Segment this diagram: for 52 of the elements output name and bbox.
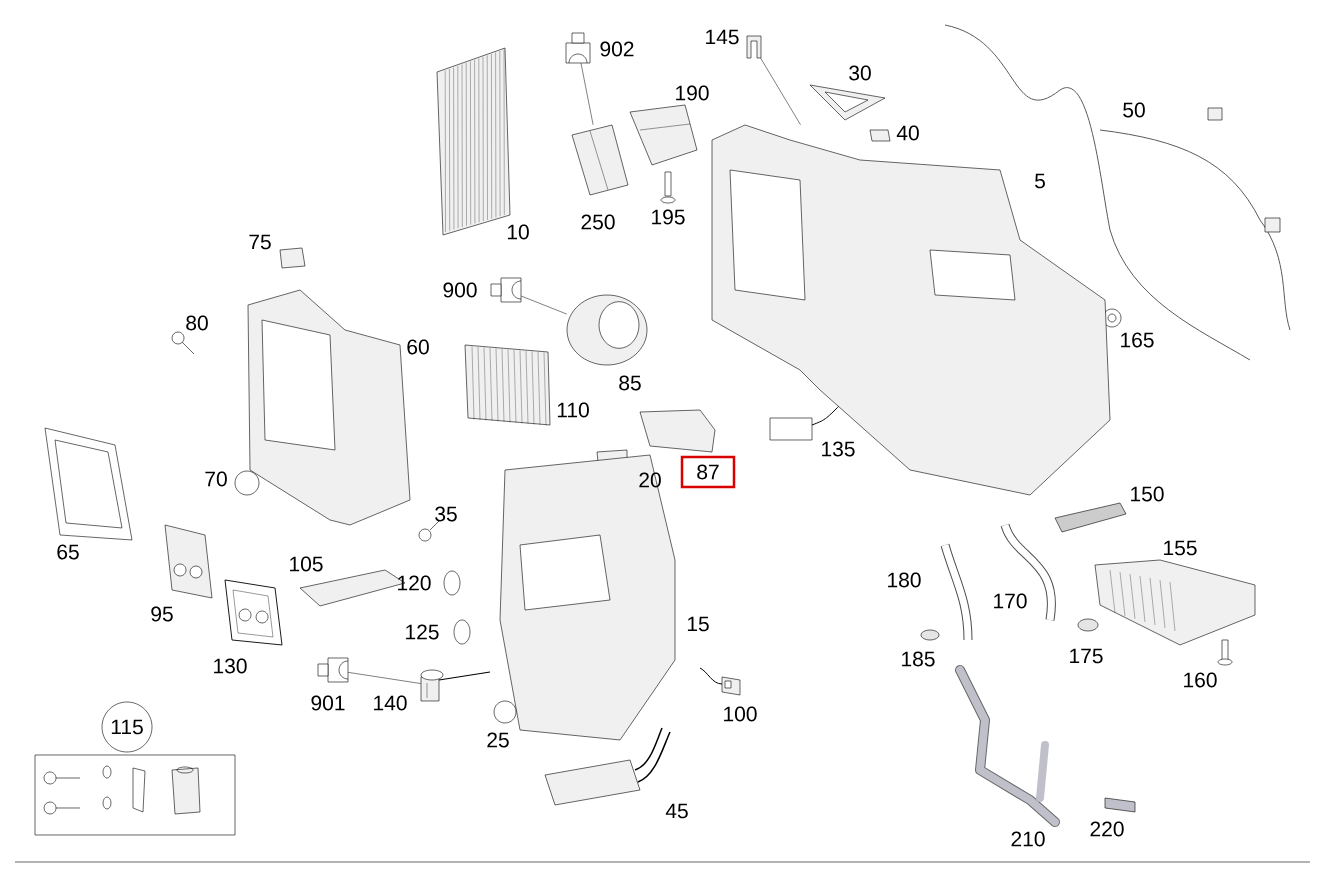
callout-box: 87 <box>680 455 736 489</box>
callout-number: 40 <box>896 125 919 141</box>
callout-number: 900 <box>443 282 477 298</box>
callout-number: 110 <box>557 402 589 418</box>
leader-line <box>760 57 801 126</box>
callout-number: 95 <box>151 606 173 622</box>
callout-number: 170 <box>994 593 1027 609</box>
callout-number: 135 <box>822 441 855 457</box>
callout-number: 65 <box>57 544 79 560</box>
callout-number: 195 <box>652 209 685 225</box>
callout-number: 30 <box>849 65 871 81</box>
callout-number: 220 <box>1090 821 1124 837</box>
callout-number: 100 <box>724 706 757 722</box>
callout-number: 130 <box>214 658 247 674</box>
callout-number: 80 <box>186 315 208 331</box>
callout-number: 175 <box>1070 648 1103 664</box>
blower-part <box>566 294 648 366</box>
callout-number: 60 <box>407 339 429 355</box>
leader-line <box>520 295 568 315</box>
callout-number: 155 <box>1164 540 1197 556</box>
callout-number: 15 <box>687 616 709 632</box>
callout-number: 210 <box>1011 831 1045 847</box>
callout-number: 140 <box>374 695 407 711</box>
callout-number: 120 <box>398 575 431 591</box>
callout-number: 10 <box>507 224 529 240</box>
callout-number: 150 <box>1131 486 1164 502</box>
callout-number: 160 <box>1184 672 1217 688</box>
leader-line <box>580 62 594 126</box>
callout-number: 901 <box>311 695 345 711</box>
callout-number: 105 <box>290 556 323 572</box>
callout-number: 50 <box>1123 102 1145 118</box>
callout-number: 902 <box>600 41 634 57</box>
callout-number: 25 <box>487 732 509 748</box>
sensor-part <box>420 669 444 702</box>
callout-number: 45 <box>665 803 688 819</box>
callout-number: 145 <box>706 29 739 45</box>
callout-number: 35 <box>435 506 457 522</box>
callout-number: 75 <box>249 234 271 250</box>
connector-icon <box>490 277 522 303</box>
callout-number: 190 <box>676 85 709 101</box>
callout-number: 70 <box>205 471 227 487</box>
callout-number: 20 <box>639 472 661 488</box>
leader-line <box>347 672 422 684</box>
callout-number: 185 <box>902 651 935 667</box>
callout-number: 5 <box>1035 173 1045 189</box>
callout-number: 125 <box>406 624 439 640</box>
connector-icon <box>565 32 591 64</box>
connector-icon <box>317 657 349 683</box>
module-part <box>571 124 629 196</box>
callout-number: 180 <box>888 572 921 588</box>
clip-part <box>746 35 762 59</box>
callout-number: 250 <box>581 214 615 230</box>
